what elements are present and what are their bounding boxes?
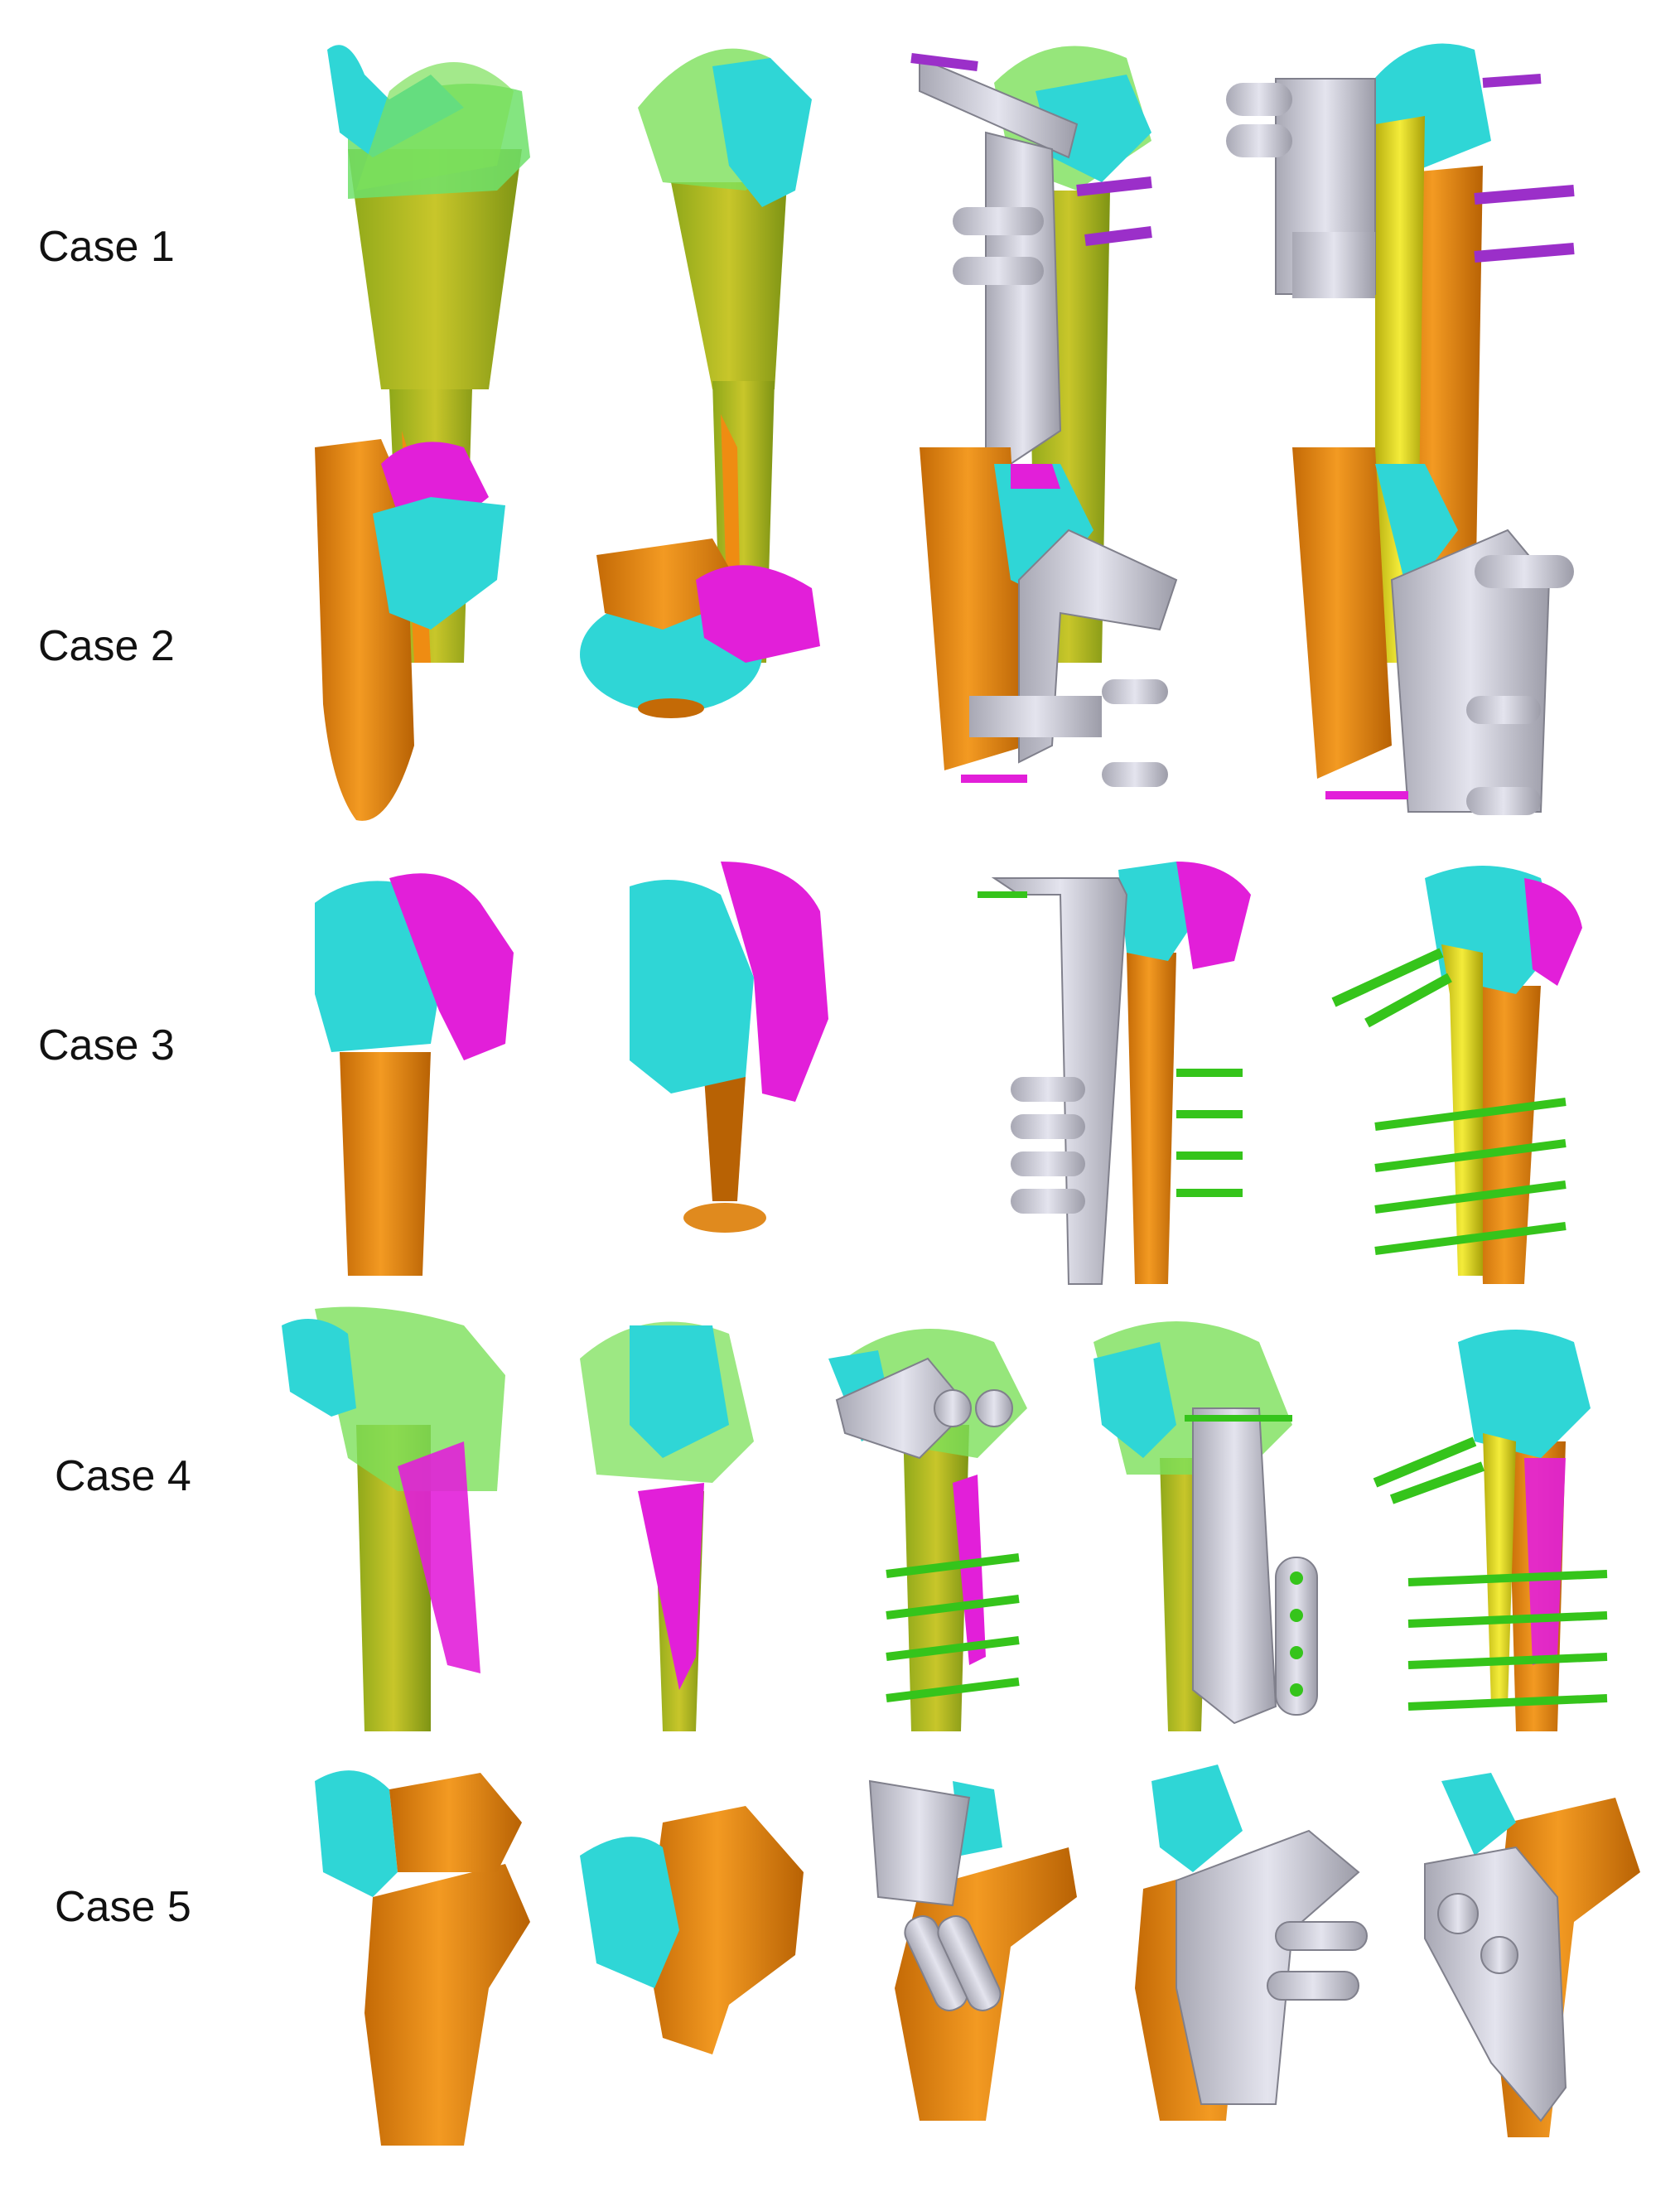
case-2-label: Case 2 bbox=[38, 622, 175, 670]
case-1-label: Case 1 bbox=[38, 223, 175, 271]
case-5-panel-3 bbox=[868, 1779, 1077, 2121]
case-3-panel-1 bbox=[315, 873, 514, 1276]
case-3-label: Case 3 bbox=[38, 1021, 175, 1069]
case-2-panel-2 bbox=[580, 538, 820, 718]
case-4-label: Case 4 bbox=[55, 1452, 191, 1500]
case-4-panel-1 bbox=[282, 1306, 505, 1731]
case-4-panel-3 bbox=[828, 1329, 1027, 1731]
case-2-panel-4 bbox=[1292, 447, 1574, 815]
case-4-panel-5 bbox=[1373, 1330, 1608, 1731]
case-4-panel-2 bbox=[580, 1321, 754, 1731]
case-5-panel-2 bbox=[580, 1806, 804, 2054]
case-5-panel-5 bbox=[1424, 1773, 1640, 2137]
case-5-panel-4 bbox=[1135, 1765, 1368, 2121]
case-5-panel-1 bbox=[315, 1770, 530, 2146]
case-4-panel-4 bbox=[1093, 1321, 1318, 1731]
case-3-panel-3 bbox=[978, 862, 1251, 1285]
case-2-panel-1 bbox=[315, 439, 505, 821]
case-3-panel-4 bbox=[1331, 866, 1582, 1284]
case-2-panel-3 bbox=[920, 447, 1178, 787]
case-3-panel-2 bbox=[630, 862, 828, 1233]
case-5-label: Case 5 bbox=[55, 1883, 191, 1931]
